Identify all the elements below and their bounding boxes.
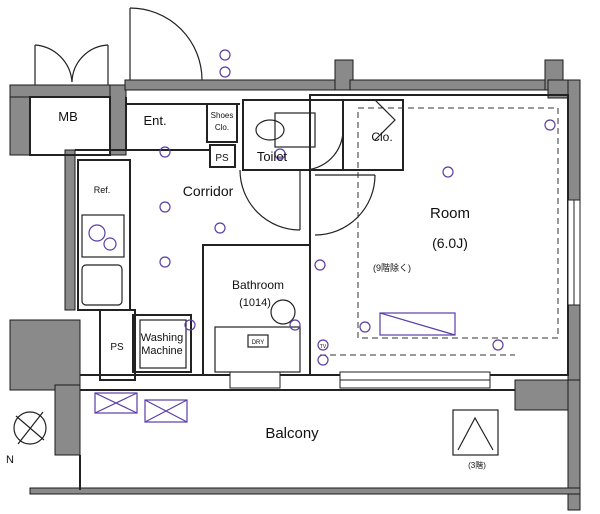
- escape-hatch: [452, 409, 499, 456]
- outlet-corridor: [214, 222, 226, 234]
- refrigerator-label: Ref.: [94, 185, 111, 195]
- room-door-arc: [314, 174, 376, 236]
- toilet-bowl: [255, 119, 285, 141]
- outlet-washer: [184, 319, 196, 331]
- top-wall-left: [124, 79, 351, 91]
- compass-ring: [13, 411, 47, 445]
- balcony-rail: [29, 487, 581, 495]
- washing-area-outline: [132, 314, 192, 373]
- light-entrance-out-2: [219, 66, 231, 78]
- left-lower-wall: [54, 384, 81, 456]
- mb-room-outline: [29, 96, 111, 156]
- switch-room: [314, 259, 326, 271]
- bathroom-outline: [202, 244, 311, 376]
- outdoor-unit-2-x2: [144, 399, 188, 423]
- tv-label: TV: [320, 344, 327, 350]
- entrance-label: Ent.: [143, 113, 166, 128]
- bathroom-basin: [270, 299, 296, 325]
- outdoor-unit-2: [144, 399, 188, 423]
- top-column-mid: [334, 59, 354, 91]
- walls: [9, 59, 581, 511]
- stove-burner-2: [103, 237, 117, 251]
- ps-upper-label: PS: [215, 153, 229, 164]
- ps-lower-label: PS: [110, 342, 124, 353]
- closet-label: Clo.: [371, 130, 392, 144]
- ps-upper-box: [209, 144, 236, 168]
- outdoor-unit-1: [94, 392, 138, 414]
- sensor-room: [544, 119, 556, 131]
- mb-wall-right: [109, 84, 127, 156]
- outlet-room-1: [492, 339, 504, 351]
- escape-ladder: [457, 416, 494, 451]
- shoes-closet-box: [206, 103, 238, 143]
- fixtures: [81, 112, 499, 456]
- tv-outlet: [317, 339, 329, 351]
- light-room: [442, 166, 454, 178]
- shoes-closet-label-1: Shoes: [211, 111, 234, 120]
- mb-wall-top: [9, 84, 126, 98]
- compass-north-label: N: [6, 454, 14, 466]
- light-corridor-2: [159, 201, 171, 213]
- mb-door-right-arc: [71, 44, 109, 83]
- closet-fold-door: [374, 99, 396, 141]
- floor-note: (3階): [468, 460, 486, 470]
- outdoor-unit-1-x2: [94, 392, 138, 414]
- light-kitchen: [159, 256, 171, 268]
- room-ac-unit-diag: [379, 312, 456, 336]
- ent-door-arc: [129, 7, 203, 81]
- stove: [81, 214, 125, 258]
- windows: [229, 199, 581, 389]
- light-corridor-1: [159, 146, 171, 158]
- doors: [34, 7, 396, 236]
- corridor-door-arc: [239, 169, 301, 231]
- mb-label: MB: [58, 109, 78, 124]
- balcony-label: Balcony: [265, 425, 319, 442]
- right-wall-balcony: [567, 379, 581, 511]
- shoes-closet-label-2: Clo.: [215, 123, 229, 132]
- washing-tray: [139, 319, 187, 369]
- labels: MB Ent. Shoes Clo. PS Toilet Clo. Corrid…: [6, 109, 486, 470]
- top-wall-right: [349, 79, 551, 91]
- mb-door-left-arc: [34, 44, 73, 83]
- room-label: Room: [430, 205, 470, 222]
- washing-label-2: Machine: [141, 345, 183, 357]
- washing-label-1: Washing: [141, 332, 183, 344]
- outlet-tv-2: [317, 354, 329, 366]
- outlet-room-2: [359, 321, 371, 333]
- compass: [13, 411, 47, 445]
- bathroom-label: Bathroom: [232, 278, 284, 292]
- left-column-block: [9, 319, 81, 391]
- ps-lower-outline: [99, 309, 136, 381]
- corridor-label: Corridor: [183, 183, 234, 199]
- toilet-door-arc: [302, 129, 344, 171]
- stove-burner-1: [88, 224, 106, 242]
- ceiling-lines: [320, 107, 559, 356]
- right-wall-lower: [567, 304, 581, 386]
- ceiling-note: (9階除く): [373, 262, 411, 273]
- light-toilet: [274, 148, 286, 160]
- kitchen-sink: [81, 264, 123, 306]
- outlet-bath: [289, 319, 301, 331]
- toilet-tank: [274, 112, 316, 148]
- ceiling-outline: [357, 107, 559, 339]
- dry-label: DRY: [252, 340, 265, 346]
- bathroom-size-label: (1014): [239, 297, 271, 309]
- compass-cross: [15, 415, 45, 441]
- window-bath: [229, 371, 281, 389]
- toilet-label: Toilet: [257, 149, 288, 164]
- right-wall-upper: [567, 79, 581, 201]
- room-ac-unit: [379, 312, 456, 336]
- room-size-label: (6.0J): [432, 235, 468, 251]
- left-wall-mid: [64, 149, 76, 311]
- bathroom-dryer: [247, 334, 269, 348]
- electrical: [159, 49, 556, 366]
- bathtub: [214, 326, 301, 373]
- light-entrance-out: [219, 49, 231, 61]
